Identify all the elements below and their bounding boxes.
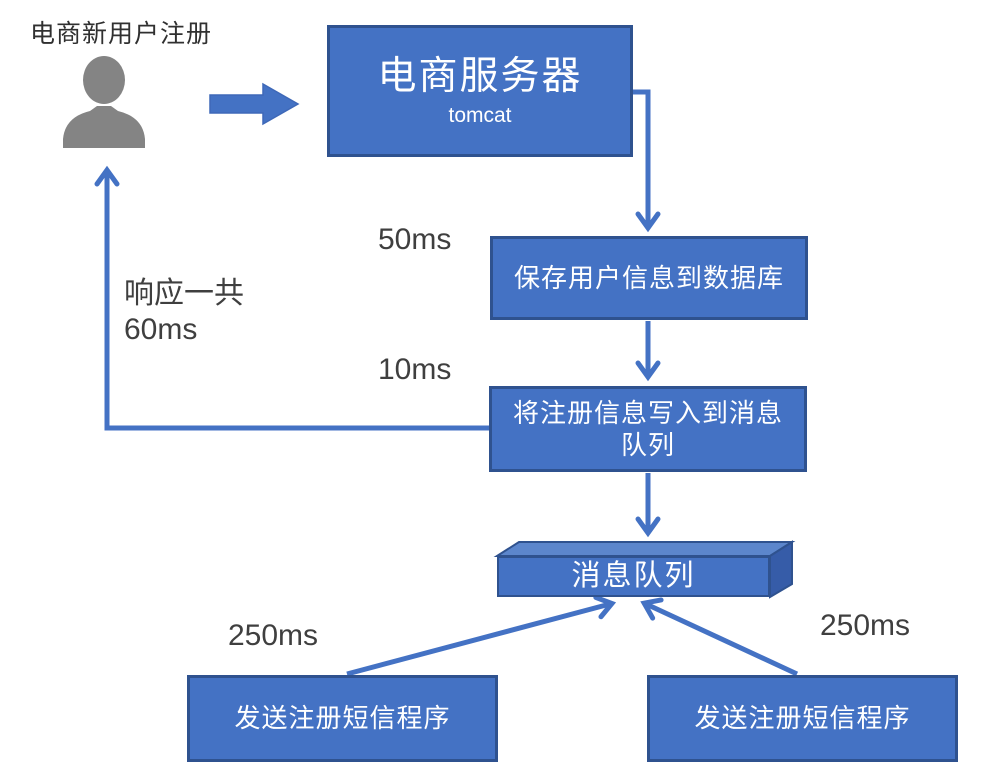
sms-left-time-label: 250ms bbox=[228, 619, 319, 652]
save-time-label: 50ms bbox=[378, 223, 452, 256]
queue-side-face bbox=[769, 540, 793, 599]
save-db-label: 保存用户信息到数据库 bbox=[513, 262, 784, 293]
server-name: 电商服务器 bbox=[377, 54, 583, 98]
save-db-box: 保存用户信息到数据库 bbox=[490, 236, 808, 320]
sms-right-time-label: 250ms bbox=[820, 609, 911, 642]
response-to-user-connector bbox=[94, 165, 489, 431]
sms-right-box: 发送注册短信程序 bbox=[647, 675, 958, 762]
queue-top-face bbox=[493, 541, 796, 557]
diagram-title: 电商新用户注册 bbox=[30, 20, 213, 48]
sms-right-label: 发送注册短信程序 bbox=[694, 703, 911, 734]
person-shoulders bbox=[63, 106, 145, 148]
server-box: 电商服务器 tomcat bbox=[327, 25, 633, 157]
sms-left-box: 发送注册短信程序 bbox=[187, 675, 498, 762]
response-time-line2: 60ms bbox=[124, 313, 198, 346]
user-to-server-arrow bbox=[209, 82, 300, 126]
person-head bbox=[83, 56, 125, 104]
server-to-savedb-connector bbox=[633, 89, 661, 233]
response-time-label: 响应一共 60ms bbox=[124, 276, 244, 348]
write-mq-box: 将注册信息写入到消息 队列 bbox=[489, 386, 807, 472]
write-mq-label-line2: 队列 bbox=[620, 430, 675, 460]
response-time-line1: 响应一共 bbox=[124, 277, 244, 310]
write-mq-label-line1: 将注册信息写入到消息 bbox=[512, 397, 783, 428]
write-time-label: 10ms bbox=[378, 353, 452, 386]
smsleft-to-queue-connector bbox=[346, 594, 617, 677]
person-icon bbox=[63, 56, 145, 148]
sms-left-label: 发送注册短信程序 bbox=[234, 703, 451, 734]
smsright-to-queue-connector bbox=[640, 597, 799, 677]
queue-box: 消息队列 bbox=[497, 556, 770, 597]
server-subtitle: tomcat bbox=[448, 104, 512, 128]
queue-label: 消息队列 bbox=[571, 560, 696, 593]
